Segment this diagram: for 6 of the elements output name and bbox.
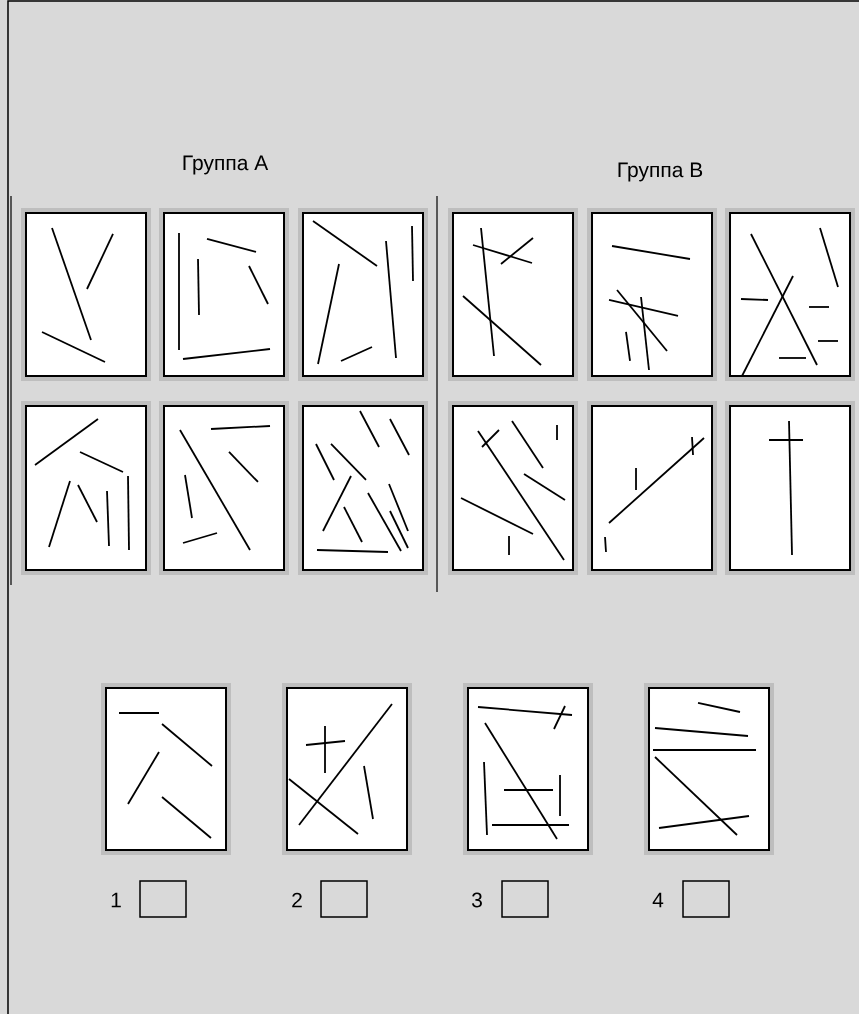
- option-number: 4: [652, 892, 664, 908]
- option-number: 1: [111, 892, 121, 908]
- group-heading: Группа B: [618, 162, 703, 182]
- option-number: 3: [471, 892, 482, 908]
- option-number: 2: [292, 892, 302, 908]
- group-heading: Группа A: [183, 155, 269, 175]
